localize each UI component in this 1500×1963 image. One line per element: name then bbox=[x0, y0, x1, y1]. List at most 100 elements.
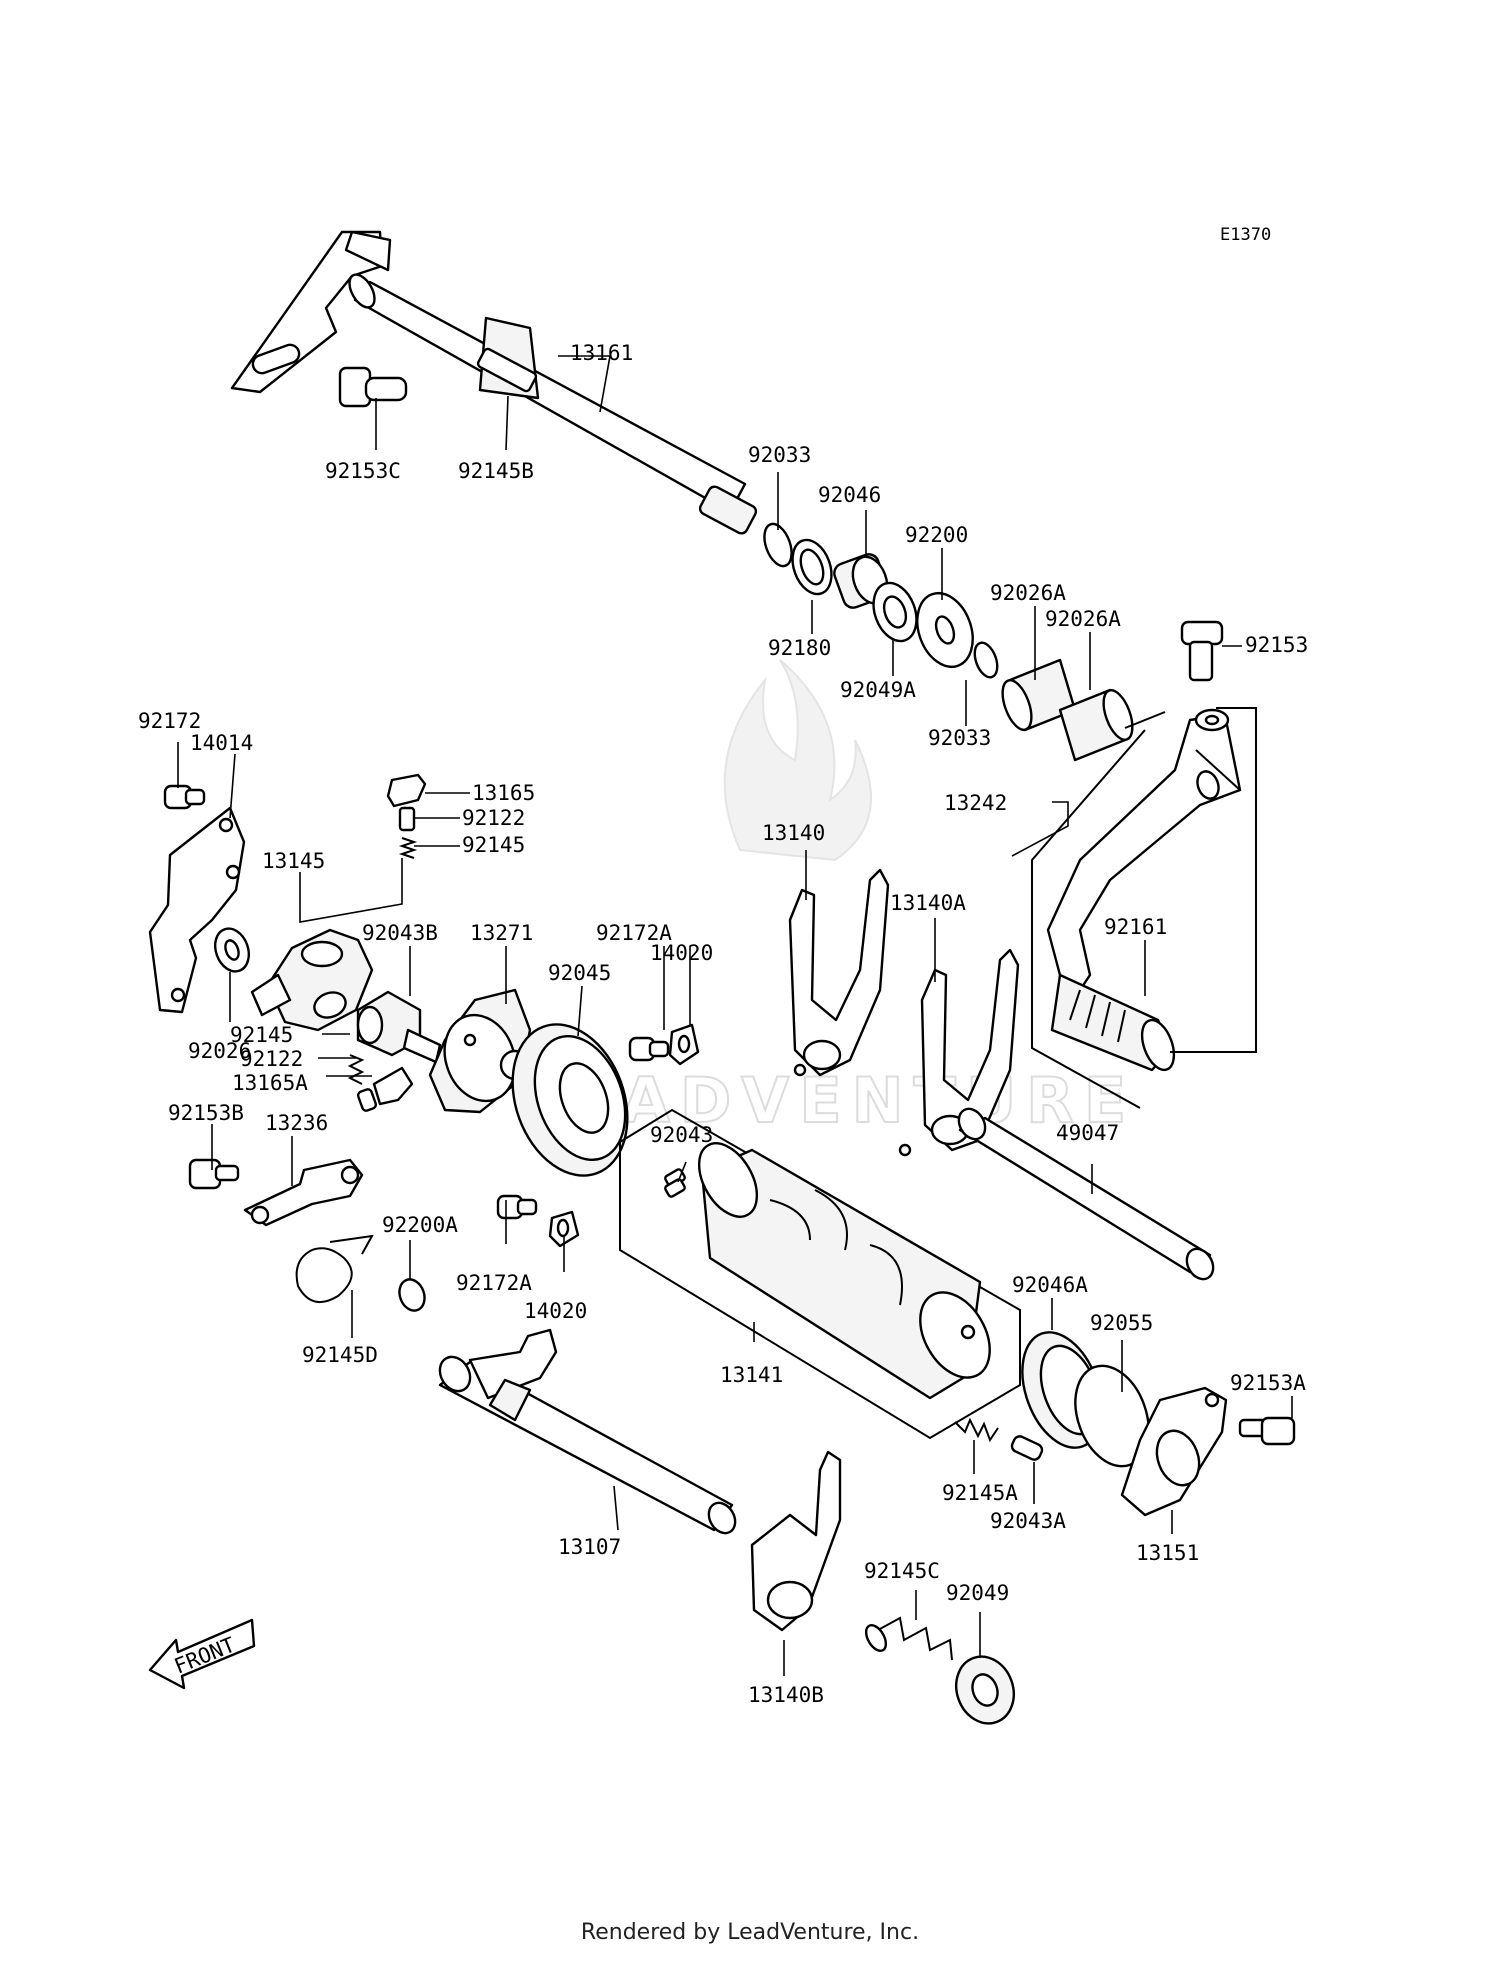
bolt-92172A-b bbox=[496, 1194, 538, 1220]
oil-seal-92049A bbox=[872, 581, 918, 643]
bolt-92153A bbox=[1238, 1416, 1296, 1446]
circlip-92033-b bbox=[973, 641, 999, 679]
label-92043: 92043 bbox=[650, 1123, 713, 1147]
label-13140B: 13140B bbox=[748, 1683, 824, 1707]
label-92046: 92046 bbox=[818, 483, 881, 507]
label-13141: 13141 bbox=[720, 1363, 783, 1387]
shift-drum-13141 bbox=[619, 1108, 1021, 1440]
label-92153A: 92153A bbox=[1230, 1371, 1306, 1395]
label-13236: 13236 bbox=[265, 1111, 328, 1135]
label-92033: 92033 bbox=[748, 443, 811, 467]
stopper-14020-b bbox=[548, 1210, 580, 1248]
label-92145D: 92145D bbox=[302, 1343, 378, 1367]
label-92043B: 92043B bbox=[362, 921, 438, 945]
spring-92145C bbox=[864, 1616, 953, 1661]
label-13151: 13151 bbox=[1136, 1541, 1199, 1565]
arm-13236 bbox=[243, 1158, 364, 1227]
washer-92180 bbox=[791, 538, 833, 596]
pedal-frame-outline bbox=[1031, 707, 1257, 1109]
front-direction-arrow: FRONT bbox=[148, 1618, 256, 1690]
spring-92145D bbox=[295, 1234, 374, 1304]
label-49047: 49047 bbox=[1056, 1121, 1119, 1145]
label-13242: 13242 bbox=[944, 791, 1007, 815]
label-92026A: 92026A bbox=[990, 581, 1066, 605]
spring-92145A bbox=[954, 1417, 999, 1443]
stopper-plate-14014 bbox=[148, 806, 246, 1014]
label-92200A: 92200A bbox=[382, 1213, 458, 1237]
pin-13165A bbox=[372, 1066, 414, 1106]
label-13140: 13140 bbox=[762, 821, 825, 845]
gear-set-lever-13145 bbox=[250, 928, 374, 1032]
pin-92043A bbox=[1010, 1435, 1044, 1461]
label-92200: 92200 bbox=[905, 523, 968, 547]
circlip-92033 bbox=[763, 522, 793, 568]
spring-92145-b bbox=[347, 1054, 365, 1085]
label-92153: 92153 bbox=[1245, 633, 1308, 657]
label-92145-b: 92145 bbox=[230, 1023, 293, 1047]
label-92145: 92145 bbox=[462, 833, 525, 857]
pin-92122-b bbox=[356, 1088, 378, 1112]
label-13165A: 13165A bbox=[232, 1071, 308, 1095]
bolt-92153 bbox=[1180, 620, 1224, 682]
washer-92200A bbox=[398, 1278, 426, 1312]
bolt-92153C bbox=[338, 366, 408, 408]
pin-92043 bbox=[664, 1178, 686, 1198]
shift-pedal-13242 bbox=[1046, 708, 1242, 992]
bolt-92153B bbox=[188, 1158, 240, 1190]
label-92033-b: 92033 bbox=[928, 726, 991, 750]
label-14020-b: 14020 bbox=[524, 1299, 587, 1323]
shift-fork-13140B bbox=[750, 1450, 842, 1632]
label-92026A-b: 92026A bbox=[1045, 607, 1121, 631]
label-92180: 92180 bbox=[768, 636, 831, 660]
label-92153C: 92153C bbox=[325, 459, 401, 483]
collar-92026A bbox=[1001, 658, 1134, 762]
label-92046A: 92046A bbox=[1012, 1273, 1088, 1297]
label-92172A-b: 92172A bbox=[456, 1271, 532, 1295]
pin-13165 bbox=[386, 773, 427, 808]
label-14020: 14020 bbox=[650, 941, 713, 965]
cover-13151 bbox=[1120, 1386, 1228, 1517]
label-92055: 92055 bbox=[1090, 1311, 1153, 1335]
cam-plate-13271 bbox=[428, 988, 532, 1114]
label-13165: 13165 bbox=[472, 781, 535, 805]
label-13140A: 13140A bbox=[890, 891, 966, 915]
label-14014: 14014 bbox=[190, 731, 253, 755]
label-92172: 92172 bbox=[138, 709, 201, 733]
label-92145B: 92145B bbox=[458, 459, 534, 483]
label-92049A: 92049A bbox=[840, 678, 916, 702]
label-13271: 13271 bbox=[470, 921, 533, 945]
footer-credit: Rendered by LeadVenture, Inc. bbox=[580, 1920, 920, 1945]
label-92049: 92049 bbox=[946, 1581, 1009, 1605]
ball-bearing-92045 bbox=[511, 1023, 629, 1177]
oil-seal-92049 bbox=[955, 1655, 1015, 1725]
o-ring-92055 bbox=[1074, 1364, 1150, 1468]
washer-92200 bbox=[916, 592, 974, 668]
spring-92145 bbox=[398, 837, 418, 859]
label-13161: 13161 bbox=[570, 341, 633, 365]
stopper-14020 bbox=[668, 1023, 700, 1066]
label-92122: 92122 bbox=[462, 806, 525, 830]
label-92161: 92161 bbox=[1104, 915, 1167, 939]
pedal-rubber-92161 bbox=[1050, 973, 1176, 1072]
label-13145: 13145 bbox=[262, 849, 325, 873]
shift-shaft-13107 bbox=[438, 1328, 737, 1535]
shift-fork-13140 bbox=[788, 868, 890, 1077]
fork-shaft-49047 bbox=[957, 1107, 1215, 1281]
pin-bolt-92043B bbox=[356, 990, 442, 1064]
bolt-92172 bbox=[163, 784, 206, 810]
bolt-92172A bbox=[628, 1036, 670, 1062]
spring-92122 bbox=[398, 806, 416, 832]
label-13107: 13107 bbox=[558, 1535, 621, 1559]
collar-92026 bbox=[213, 927, 251, 973]
leader-lines bbox=[177, 355, 1293, 1676]
label-92145A: 92145A bbox=[942, 1481, 1018, 1505]
label-92043A: 92043A bbox=[990, 1509, 1066, 1533]
shift-fork-13140A bbox=[898, 948, 1020, 1157]
label-92026: 92026 bbox=[188, 1039, 251, 1063]
label-92172A: 92172A bbox=[596, 921, 672, 945]
label-92153B: 92153B bbox=[168, 1101, 244, 1125]
label-92045: 92045 bbox=[548, 961, 611, 985]
shift-shaft-13161 bbox=[230, 230, 758, 535]
figure-ref-code: E1370 bbox=[1220, 225, 1271, 245]
